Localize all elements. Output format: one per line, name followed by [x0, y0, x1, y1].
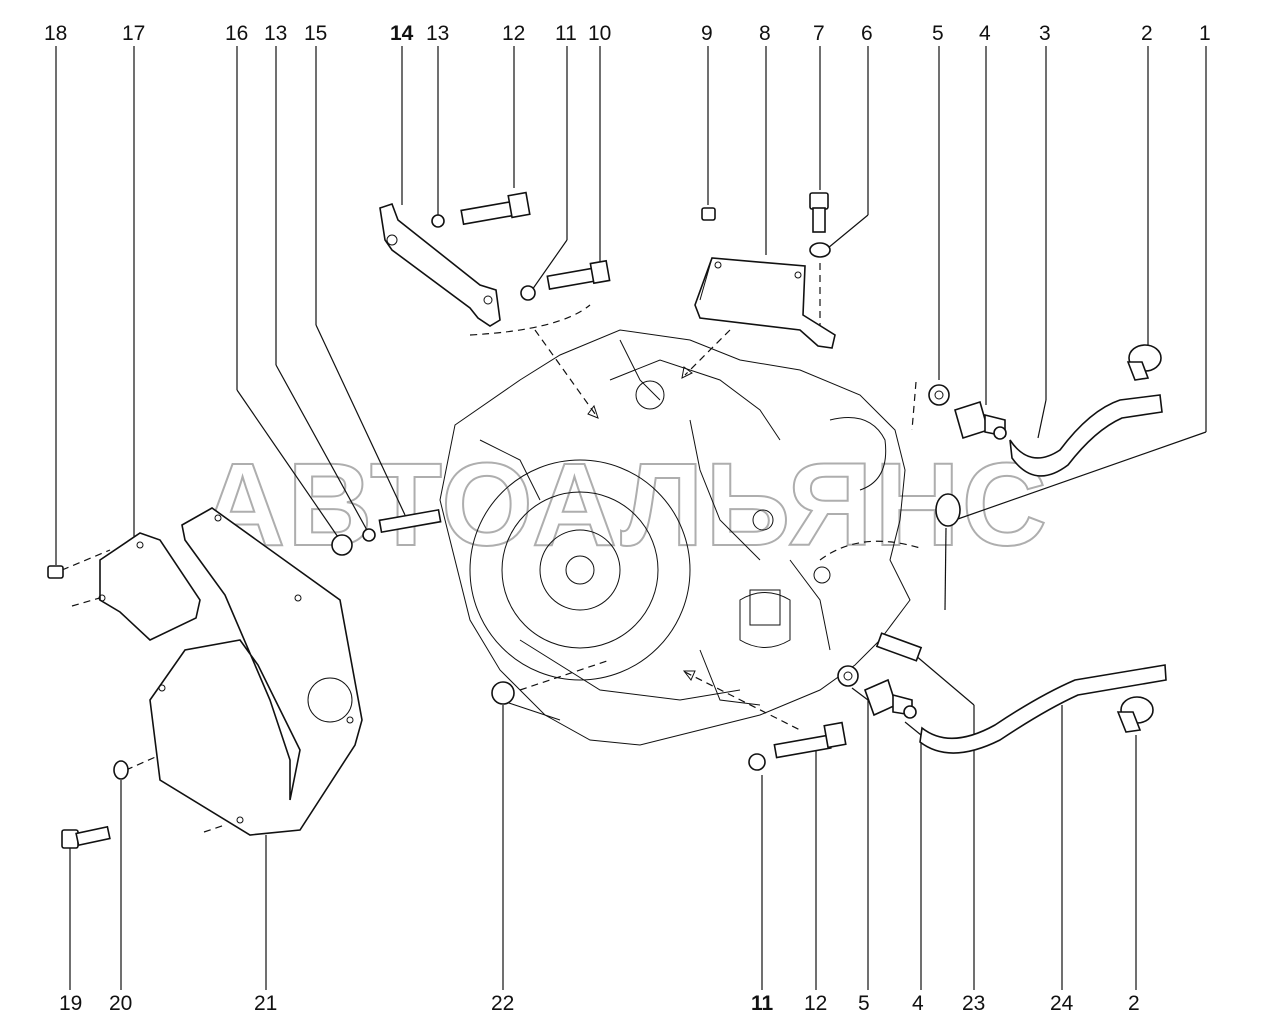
- washer-6: [809, 242, 831, 258]
- callout-14: 14: [390, 22, 414, 45]
- washer-13-top: [431, 214, 445, 228]
- callout-18: 18: [44, 22, 67, 45]
- fitting-4-top: [954, 400, 1007, 440]
- hose-24: [919, 664, 1167, 754]
- washer-11-bottom: [748, 753, 766, 771]
- callout-22: 22: [491, 992, 514, 1015]
- callout-16: 16: [225, 22, 248, 45]
- callout-1: 1: [1199, 22, 1211, 45]
- callout-19: 19: [59, 992, 82, 1015]
- callout-20: 20: [109, 992, 132, 1015]
- washer-5-bottom: [837, 665, 859, 687]
- washer-20: [113, 760, 129, 780]
- bracket-8: [694, 257, 836, 349]
- stud-23: [875, 632, 923, 662]
- nut-16: [331, 534, 353, 556]
- callout-2: 2: [1141, 22, 1153, 45]
- bolt-18: [47, 565, 64, 579]
- bolt-12-bottom: [773, 721, 847, 759]
- callout-4: 4: [979, 22, 991, 45]
- bottom-callouts: 19 20 21 22 11 12 5 4 23 24 2: [59, 992, 1140, 1015]
- callout-23: 23: [962, 992, 985, 1015]
- callout-17: 17: [122, 22, 145, 45]
- callout-12-bottom: 12: [804, 992, 827, 1015]
- callout-2-bottom: 2: [1128, 992, 1140, 1015]
- washer-11-top: [520, 285, 536, 301]
- callout-12: 12: [502, 22, 525, 45]
- bracket-14: [379, 202, 501, 327]
- callout-13b: 13: [426, 22, 449, 45]
- callout-4-bottom: 4: [912, 992, 924, 1015]
- callout-13a: 13: [264, 22, 287, 45]
- washer-5-top: [928, 384, 950, 406]
- callout-8: 8: [759, 22, 771, 45]
- callout-15: 15: [304, 22, 327, 45]
- bolt-19: [61, 825, 111, 849]
- top-callouts: 18 17 16 13 15 14 13 12 11 10 9 8 7 6 5 …: [44, 22, 1211, 45]
- gearbox-housing: [439, 329, 911, 746]
- leader-lines: [55, 46, 1207, 990]
- callout-11: 11: [555, 22, 577, 45]
- callout-3: 3: [1039, 22, 1051, 45]
- bolt-10: [546, 259, 611, 290]
- nut-22: [491, 681, 515, 705]
- fitting-4-bottom: [863, 678, 917, 719]
- callout-5: 5: [932, 22, 944, 45]
- bolt-12-top: [460, 191, 531, 226]
- clamp-2-bottom: [1116, 696, 1154, 733]
- callout-11-bottom: 11: [751, 992, 774, 1015]
- bolt-9: [701, 207, 716, 221]
- hose-3: [1009, 394, 1163, 477]
- stud-15: [378, 508, 442, 534]
- bolt-7: [809, 192, 829, 233]
- washer-13-mid: [362, 528, 376, 542]
- clamp-2-top: [1126, 344, 1162, 381]
- dipstick-1: [935, 493, 961, 611]
- callout-5-bottom: 5: [858, 992, 870, 1015]
- callout-24: 24: [1050, 992, 1074, 1015]
- callout-9: 9: [701, 22, 713, 45]
- assembly-guides: [61, 260, 921, 833]
- cover-plate-21: [149, 507, 363, 836]
- callout-7: 7: [813, 22, 825, 45]
- callout-6: 6: [861, 22, 873, 45]
- shield-17: [99, 532, 201, 641]
- callout-21: 21: [254, 992, 277, 1015]
- callout-10: 10: [588, 22, 611, 45]
